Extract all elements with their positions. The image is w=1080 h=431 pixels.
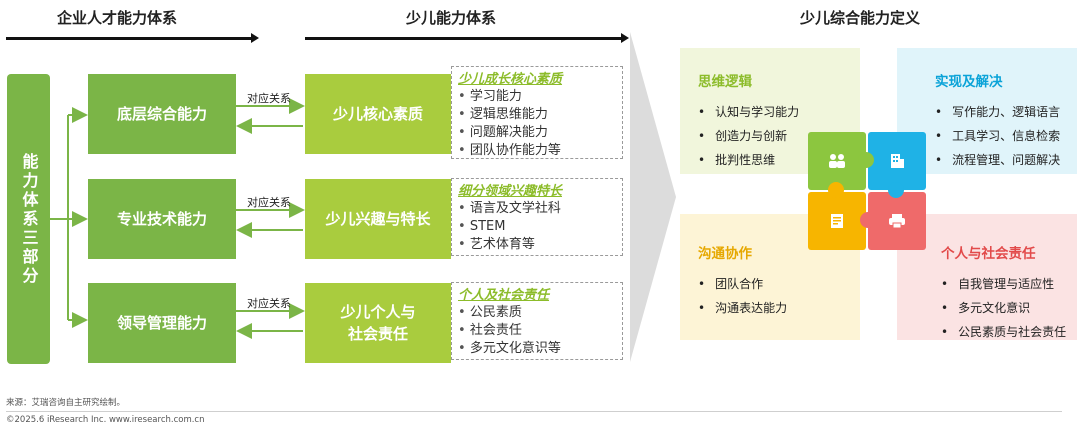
child-box-interest: 少儿兴趣与特长 bbox=[305, 179, 451, 259]
list-item: 工具学习、信息检索 bbox=[935, 124, 1077, 148]
puzzle-knob bbox=[888, 182, 904, 198]
enterprise-box-technical: 专业技术能力 bbox=[88, 179, 236, 259]
definition-header: 少儿综合能力定义 bbox=[800, 9, 921, 27]
list-item: 学习能力 bbox=[458, 88, 622, 106]
copyright: ©2025.6 iResearch Inc. www.iresearch.com… bbox=[6, 415, 205, 425]
list-item: 认知与学习能力 bbox=[698, 100, 860, 124]
list-item: 沟通表达能力 bbox=[698, 296, 860, 320]
enterprise-box-foundation: 底层综合能力 bbox=[88, 74, 236, 154]
capability-system-column: 能力体系三部分 bbox=[7, 74, 50, 364]
building-icon bbox=[868, 132, 926, 190]
quadrant-title-execution: 实现及解决 bbox=[935, 74, 1003, 90]
child-box-core: 少儿核心素质 bbox=[305, 74, 451, 154]
detail-title-social: 个人及社会责任 bbox=[458, 288, 550, 303]
detail-box-core: 少儿成长核心素质 学习能力 逻辑思维能力 问题解决能力 团队协作能力等 bbox=[451, 66, 623, 159]
footer-divider bbox=[6, 411, 1062, 412]
relation-label-2: 对应关系 bbox=[247, 196, 291, 209]
list-item: 公民素质 bbox=[458, 304, 622, 322]
list-item: 流程管理、问题解决 bbox=[935, 148, 1077, 172]
detail-box-social: 个人及社会责任 公民素质 社会责任 多元文化意识等 bbox=[451, 282, 623, 360]
enterprise-header: 企业人才能力体系 bbox=[57, 9, 178, 27]
connector-lines bbox=[50, 98, 305, 339]
child-box-social-line1: 少儿个人与 bbox=[340, 303, 416, 321]
enterprise-header-arrow bbox=[6, 33, 259, 43]
list-item: STEM bbox=[458, 218, 622, 236]
list-item: 批判性思维 bbox=[698, 148, 860, 172]
puzzle-knob bbox=[860, 212, 876, 228]
people-icon bbox=[808, 132, 866, 190]
detail-title-core: 少儿成长核心素质 bbox=[458, 72, 563, 87]
list-item: 问题解决能力 bbox=[458, 124, 622, 142]
relation-label-3: 对应关系 bbox=[247, 297, 291, 310]
list-item: 创造力与创新 bbox=[698, 124, 860, 148]
quadrant-title-communication: 沟通协作 bbox=[698, 246, 752, 262]
document-icon bbox=[808, 192, 866, 250]
quadrant-execution: 实现及解决 写作能力、逻辑语言 工具学习、信息检索 流程管理、问题解决 bbox=[897, 48, 1077, 174]
list-item: 艺术体育等 bbox=[458, 236, 622, 254]
source-note: 来源：艾瑞咨询自主研究绘制。 bbox=[6, 398, 126, 408]
puzzle-graphic bbox=[808, 132, 926, 250]
child-header: 少儿能力体系 bbox=[406, 9, 497, 27]
list-item: 自我管理与适应性 bbox=[941, 272, 1077, 296]
child-box-social: 少儿个人与 社会责任 bbox=[305, 283, 451, 363]
list-item: 语言及文学社科 bbox=[458, 200, 622, 218]
relation-label-1: 对应关系 bbox=[247, 92, 291, 105]
list-item: 社会责任 bbox=[458, 322, 622, 340]
list-item: 公民素质与社会责任 bbox=[941, 320, 1077, 344]
capability-system-label: 能力体系三部分 bbox=[19, 152, 39, 286]
quadrant-thinking: 思维逻辑 认知与学习能力 创造力与创新 批判性思维 bbox=[680, 48, 860, 174]
enterprise-box-leadership: 领导管理能力 bbox=[88, 283, 236, 363]
quadrant-title-responsibility: 个人与社会责任 bbox=[941, 246, 1036, 262]
detail-box-interest: 细分领域兴趣特长 语言及文学社科 STEM 艺术体育等 bbox=[451, 178, 623, 256]
puzzle-knob bbox=[828, 182, 844, 198]
child-box-social-line2: 社会责任 bbox=[347, 325, 408, 343]
list-item: 多元文化意识 bbox=[941, 296, 1077, 320]
quadrant-responsibility: 个人与社会责任 自我管理与适应性 多元文化意识 公民素质与社会责任 bbox=[897, 214, 1077, 340]
list-item: 团队合作 bbox=[698, 272, 860, 296]
list-item: 多元文化意识等 bbox=[458, 340, 622, 358]
list-item: 团队协作能力等 bbox=[458, 142, 622, 160]
detail-title-interest: 细分领域兴趣特长 bbox=[458, 184, 563, 199]
printer-icon bbox=[868, 192, 926, 250]
list-item: 写作能力、逻辑语言 bbox=[935, 100, 1077, 124]
list-item: 逻辑思维能力 bbox=[458, 106, 622, 124]
child-header-arrow bbox=[305, 33, 629, 43]
transition-chevron bbox=[630, 32, 676, 362]
puzzle-knob bbox=[858, 152, 874, 168]
quadrant-title-thinking: 思维逻辑 bbox=[698, 74, 752, 90]
